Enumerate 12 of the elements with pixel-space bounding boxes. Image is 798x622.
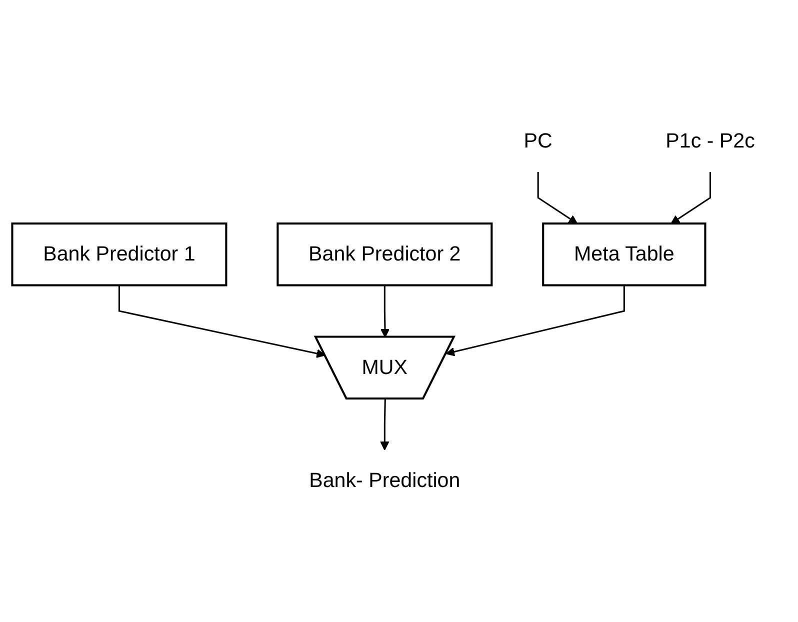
arrow bbox=[380, 285, 390, 338]
arrow bbox=[118, 285, 326, 358]
arrow bbox=[380, 399, 390, 450]
arrow bbox=[537, 172, 578, 224]
node-box: Bank Predictor 2 bbox=[276, 222, 493, 286]
arrow bbox=[446, 285, 625, 356]
node-text: PC bbox=[524, 130, 552, 152]
node-box: Meta Table bbox=[542, 222, 706, 286]
node-text: Bank- Prediction bbox=[309, 470, 460, 492]
node-box: Bank Predictor 1 bbox=[11, 222, 228, 286]
node-text: P1c - P2c bbox=[666, 130, 755, 152]
arrow bbox=[670, 172, 712, 224]
